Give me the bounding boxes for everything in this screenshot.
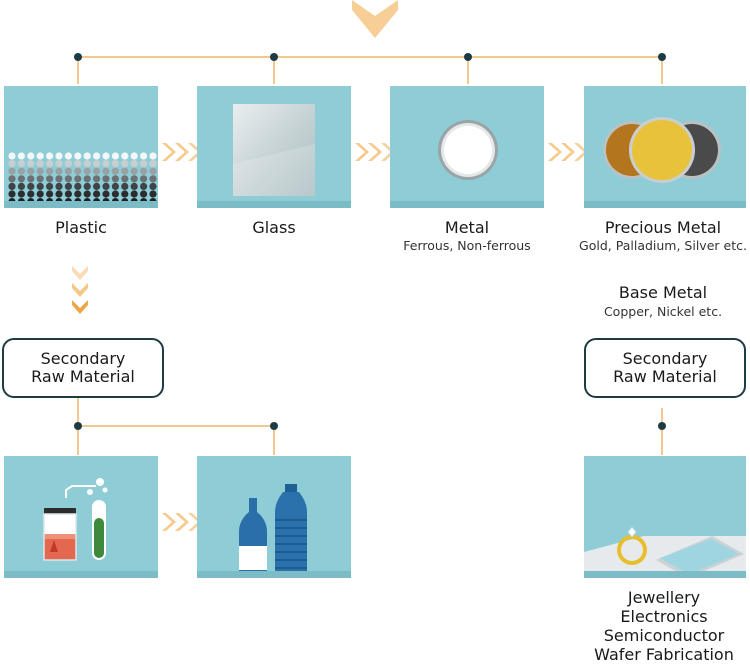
ring-icon (617, 526, 647, 565)
application-item: Wafer Fabrication (594, 645, 734, 664)
arrow-metal-to-precious-icon (548, 143, 588, 161)
secondary-right-line2: Raw Material (613, 367, 717, 386)
arrow-plastic-to-glass-icon (162, 143, 202, 161)
metal-disc-icon (438, 120, 498, 180)
secondary-raw-material-left: Secondary Raw Material (2, 338, 164, 398)
card-metal (390, 86, 544, 208)
glass-bottle-icon (239, 498, 267, 576)
top-connector-nodes (74, 53, 666, 61)
test-tube-icon (87, 478, 108, 560)
label-metal: Metal (444, 218, 490, 237)
label-glass: Glass (252, 218, 296, 237)
precious-metal-discs-icon (603, 117, 721, 183)
label-plastic: Plastic (55, 218, 107, 237)
arrow-glass-to-metal-icon (355, 143, 395, 161)
sublabel-metal: Ferrous, Non-ferrous (403, 238, 531, 253)
top-drop-lines (77, 57, 663, 84)
card-applications (584, 456, 746, 578)
secondary-left-line2: Raw Material (31, 367, 135, 386)
card-glass (197, 86, 351, 208)
secondary-left-line1: Secondary (40, 349, 126, 368)
sublabel-base-metal: Copper, Nickel etc. (603, 304, 723, 319)
smartphone-icon (656, 536, 744, 578)
secondary-right-line1: Secondary (622, 349, 708, 368)
card-plastic (4, 86, 158, 208)
application-item: Electronics (620, 607, 708, 626)
card-bottles (197, 456, 351, 578)
label-base-metal: Base Metal (618, 283, 708, 302)
sublabel-precious-metal: Gold, Palladium, Silver etc. (579, 238, 747, 253)
bottles-icon (239, 484, 307, 576)
plastic-bottle-icon (275, 484, 307, 576)
applications-illustration (584, 526, 746, 578)
application-item: Jewellery (627, 588, 701, 607)
arrow-beaker-to-bottles-icon (162, 513, 202, 531)
down-arrow-plastic-icon (72, 266, 88, 314)
card-lab-processing (4, 456, 158, 578)
glass-sheet-icon (233, 104, 315, 196)
secondary-raw-material-right: Secondary Raw Material (584, 338, 746, 398)
application-item: Semiconductor (603, 626, 725, 645)
card-precious-metal (584, 86, 746, 208)
lab-beaker-icon (43, 485, 96, 561)
applications-list: Jewellery Electronics Semiconductor Wafe… (566, 588, 750, 664)
top-chevron-icon (352, 0, 398, 38)
lab-illustration (43, 478, 108, 561)
plastic-pellets-icon (8, 152, 157, 206)
label-precious-metal: Precious Metal (604, 218, 722, 237)
